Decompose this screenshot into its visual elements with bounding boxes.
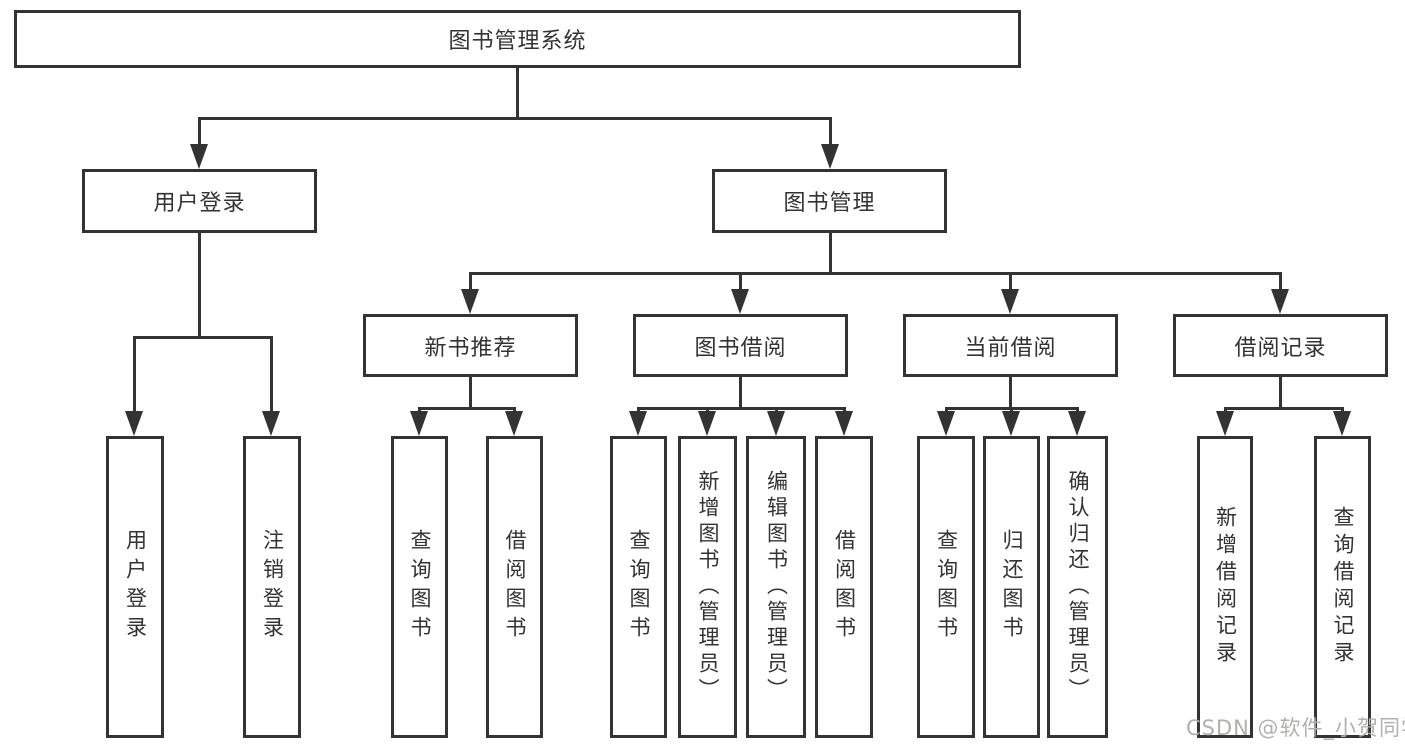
arrowhead bbox=[505, 411, 523, 436]
leaf-records-query: 查询借阅记录 bbox=[1314, 436, 1371, 738]
node-user-login: 用户登录 bbox=[82, 169, 317, 233]
leaf-current-confirm: 确认归还（管理员） bbox=[1047, 436, 1108, 738]
node-root-label: 图书管理系统 bbox=[448, 29, 587, 54]
node-book-mgmt: 图书管理 bbox=[712, 169, 947, 233]
node-new-books: 新书推荐 bbox=[363, 314, 578, 377]
arrowhead bbox=[1216, 411, 1234, 436]
arrowhead bbox=[410, 411, 428, 436]
leaf-newbooks-borrow: 借阅图书 bbox=[486, 436, 543, 738]
node-book-borrow: 图书借阅 bbox=[633, 314, 848, 377]
connector-segment bbox=[469, 272, 1282, 275]
leaf-user-login: 用户登录 bbox=[106, 436, 164, 738]
connector-segment bbox=[198, 232, 201, 337]
leaf-logout: 注销登录 bbox=[243, 436, 301, 738]
leaf-newbooks-query-label: 查询图书 bbox=[408, 529, 432, 645]
leaf-borrow-query-label: 查询图书 bbox=[627, 529, 651, 645]
node-user-login-label: 用户登录 bbox=[153, 191, 246, 216]
arrowhead bbox=[1068, 411, 1086, 436]
arrowhead bbox=[629, 411, 647, 436]
leaf-borrow-add: 新增图书（管理员） bbox=[678, 436, 737, 738]
leaf-borrow-query: 查询图书 bbox=[610, 436, 667, 738]
arrowhead bbox=[767, 411, 785, 436]
node-new-books-label: 新书推荐 bbox=[424, 335, 517, 361]
connector-segment bbox=[418, 407, 516, 410]
node-borrow-records: 借阅记录 bbox=[1173, 314, 1388, 377]
watermark: CSDN @软件_小贺同学 bbox=[1186, 716, 1405, 740]
leaf-newbooks-query: 查询图书 bbox=[391, 436, 448, 738]
connector-segment bbox=[516, 67, 519, 118]
leaf-borrow-edit-label: 编辑图书（管理员） bbox=[764, 470, 789, 704]
leaf-records-query-label: 查询借阅记录 bbox=[1331, 506, 1355, 668]
connector-segment bbox=[469, 272, 472, 292]
leaf-records-add: 新增借阅记录 bbox=[1197, 436, 1253, 738]
leaf-borrow-borrow-label: 借阅图书 bbox=[832, 529, 857, 645]
arrowhead bbox=[1333, 411, 1351, 436]
arrowhead bbox=[698, 411, 716, 436]
leaf-newbooks-borrow-label: 借阅图书 bbox=[503, 529, 527, 645]
arrowhead bbox=[125, 411, 143, 436]
leaf-current-query: 查询图书 bbox=[917, 436, 975, 738]
connector-segment bbox=[198, 117, 832, 120]
leaf-borrow-edit: 编辑图书（管理员） bbox=[746, 436, 806, 738]
connector-segment bbox=[133, 336, 136, 414]
arrowhead bbox=[835, 411, 853, 436]
node-borrow-records-label: 借阅记录 bbox=[1234, 335, 1327, 361]
connector-segment bbox=[829, 117, 832, 147]
arrowhead bbox=[190, 144, 208, 169]
arrowhead bbox=[1001, 289, 1019, 314]
leaf-borrow-borrow: 借阅图书 bbox=[815, 436, 873, 738]
node-current-borrow: 当前借阅 bbox=[903, 314, 1118, 377]
connector-segment bbox=[1279, 272, 1282, 292]
arrowhead bbox=[821, 144, 839, 169]
leaf-user-login-label: 用户登录 bbox=[123, 529, 148, 645]
leaf-current-return-label: 归还图书 bbox=[1000, 529, 1024, 645]
leaf-current-return: 归还图书 bbox=[983, 436, 1040, 738]
node-book-borrow-label: 图书借阅 bbox=[694, 335, 787, 361]
arrowhead bbox=[1002, 411, 1020, 436]
node-current-borrow-label: 当前借阅 bbox=[964, 335, 1057, 361]
arrowhead bbox=[262, 411, 280, 436]
connector-segment bbox=[829, 232, 832, 274]
leaf-logout-label: 注销登录 bbox=[260, 529, 285, 645]
connector-segment bbox=[1224, 407, 1344, 410]
node-book-mgmt-label: 图书管理 bbox=[783, 191, 876, 216]
leaf-current-confirm-label: 确认归还（管理员） bbox=[1066, 470, 1090, 704]
connector-segment bbox=[270, 336, 273, 414]
connector-segment bbox=[198, 117, 201, 147]
connector-segment bbox=[739, 376, 742, 409]
leaf-borrow-add-label: 新增图书（管理员） bbox=[696, 470, 720, 704]
leaf-records-add-label: 新增借阅记录 bbox=[1213, 506, 1238, 668]
arrowhead bbox=[461, 289, 479, 314]
connector-segment bbox=[1009, 376, 1012, 409]
connector-segment bbox=[133, 336, 273, 339]
arrowhead bbox=[1271, 289, 1289, 314]
connector-segment bbox=[1279, 376, 1282, 409]
connector-segment bbox=[1009, 272, 1012, 292]
connector-segment bbox=[739, 272, 742, 292]
leaf-current-query-label: 查询图书 bbox=[934, 529, 959, 645]
connector-segment bbox=[469, 376, 472, 409]
arrowhead bbox=[731, 289, 749, 314]
connector-segment bbox=[637, 407, 845, 410]
node-root: 图书管理系统 bbox=[14, 10, 1021, 68]
arrowhead bbox=[937, 411, 955, 436]
